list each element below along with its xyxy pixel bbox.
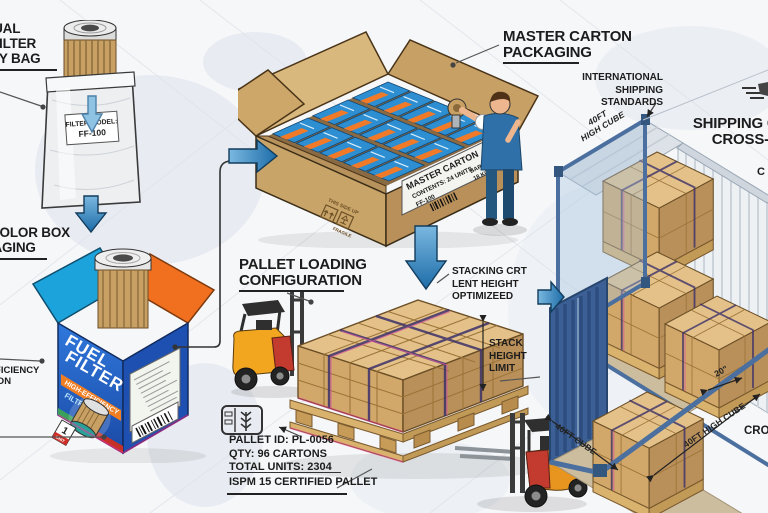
arrow-bag-inner <box>80 95 104 134</box>
step3-line1: MASTER CARTON <box>503 28 632 45</box>
stacking-line2: LENT HEIGHT <box>452 278 519 290</box>
pallet-id: PALLET ID: PL-0056 <box>229 434 334 446</box>
poly-bag-illustration: FILTER MODEL: FF-100 <box>41 20 141 209</box>
filter-in-box <box>94 248 152 329</box>
intl-line2: SHIPPING <box>615 84 663 96</box>
step1-line2: FILTER <box>0 36 37 51</box>
pallet-box-stack <box>297 299 524 433</box>
step2-underline <box>0 258 47 260</box>
wooden-pallet <box>289 385 529 463</box>
stacking-line1: STACKING CRT <box>452 266 527 277</box>
step2-line2: PACKAGING <box>0 240 36 255</box>
limit-line2: HEIGHT <box>489 350 527 362</box>
pallet-qty: QTY: 96 CARTONS <box>229 447 327 460</box>
cutoff-label-right: C <box>757 166 765 178</box>
stack-height-limit: STACK HEIGHT LIMIT <box>489 338 527 376</box>
step5-heading: SHIPPING CONTAINER CROSS-SECTION <box>688 116 768 148</box>
step5-line2: CROSS-SECTION <box>711 131 768 148</box>
step4-underline <box>239 290 344 292</box>
step3-line2: PACKAGING <box>503 44 592 61</box>
intl-line3: STANDARDS <box>600 97 663 108</box>
leader-lines <box>0 44 541 489</box>
carton-flap-front <box>238 69 306 137</box>
svg-text:1: 1 <box>60 425 71 438</box>
pallet-info: PALLET ID: PL-0056 QTY: 96 CARTONS TOTAL… <box>229 434 334 475</box>
cross-section-cut-label: CROSS-SECTION <box>744 425 768 437</box>
ispm-underline <box>227 493 347 495</box>
limit-line1: STACK <box>489 338 523 349</box>
note-line1: HIGH-EFFICIENCY <box>0 365 40 376</box>
arrow-bag-to-box <box>74 195 108 234</box>
step1-underline <box>0 69 57 71</box>
step5-line1: SHIPPING CONTAINER <box>692 115 768 132</box>
step1-line3: POLY BAG <box>0 51 41 66</box>
svg-text:UNIT: UNIT <box>55 434 66 443</box>
box-filter-art <box>68 397 111 440</box>
step2-line1: COLOR BOX <box>0 225 70 240</box>
step3-underline <box>503 62 579 64</box>
pallet-total: TOTAL UNITS: 2304 <box>229 461 332 473</box>
flow-arrows <box>74 95 565 314</box>
stacking-line3: OPTIMIZEED <box>452 291 514 302</box>
arrow-to-container <box>537 280 565 314</box>
arrow-to-carton <box>228 138 279 174</box>
step3-heading: MASTER CARTON PACKAGING <box>503 29 632 61</box>
forklift-left <box>231 290 341 398</box>
pallet-info-divider <box>227 472 341 473</box>
bag-label-line2: FF-100 <box>78 127 106 139</box>
arrow-carton-to-pallet <box>404 225 448 291</box>
color-box-illustration: FUEL FILTER HIGH-EFFICIENCY FILTRATION 1… <box>31 247 216 463</box>
box-side-label <box>129 347 181 444</box>
step4-line2: CONFIGURATION <box>239 272 362 289</box>
intl-standards-note: INTERNATIONAL SHIPPING STANDARDS <box>580 72 663 110</box>
warehouse-worker <box>447 91 527 236</box>
master-carton-illustration: THIS SIDE UP FRAGILE MASTER CARTON CONTE… <box>238 31 540 248</box>
ispm-stamp-icon <box>221 405 263 435</box>
stacking-note: STACKING CRT LENT HEIGHT OPTIMIZEED <box>452 266 527 304</box>
poly-bag: FILTER MODEL: FF-100 <box>41 71 141 209</box>
speed-lines-icon <box>742 82 768 99</box>
step4-heading: PALLET LOADING CONFIGURATION <box>239 257 367 289</box>
intl-line1: INTERNATIONAL <box>582 72 663 83</box>
limit-line3: LIMIT <box>489 363 516 374</box>
pallet-illustration <box>231 290 558 479</box>
dimension-lines <box>479 314 761 483</box>
step1-line1: INDIVIDUAL <box>0 21 21 36</box>
container-end-glass <box>558 120 645 335</box>
note-line2: FILTRATION <box>0 376 12 387</box>
flow-connector <box>172 159 242 350</box>
ispm-cert-label: ISPM 15 CERTIFIED PALLET <box>229 476 378 488</box>
step4-line1: PALLET LOADING <box>239 256 367 273</box>
